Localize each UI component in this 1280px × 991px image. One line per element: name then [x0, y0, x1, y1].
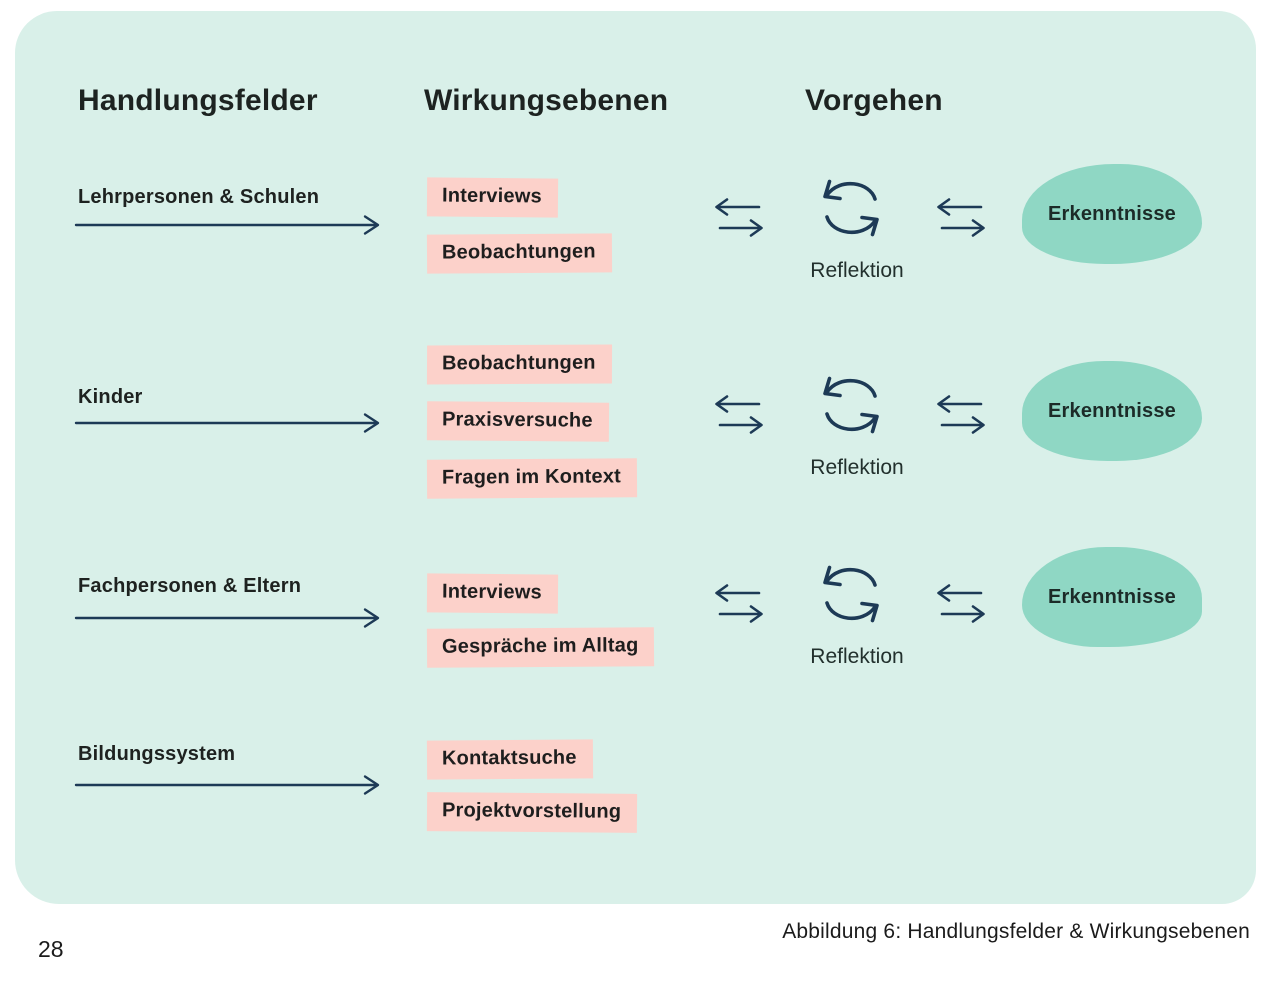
figure-caption: Abbildung 6: Handlungsfelder & Wirkungse… [782, 920, 1250, 943]
column-header-handlungsfelder: Handlungsfelder [78, 84, 318, 117]
column-header-vorgehen: Vorgehen [805, 84, 943, 117]
field-label: Kinder [78, 386, 143, 408]
field-label: Bildungssystem [78, 743, 236, 765]
column-header-wirkungsebenen: Wirkungsebenen [424, 84, 669, 117]
method-tag: Praxisversuche [426, 401, 609, 442]
outcome-blob: Erkenntnisse [1022, 361, 1202, 461]
method-tag: Fragen im Kontext [426, 458, 638, 499]
diagram-card [15, 11, 1256, 904]
reflection-label: Reflektion [810, 259, 904, 282]
right-arrow-icon [74, 215, 380, 235]
method-tag: Kontaktsuche [426, 739, 593, 780]
reflection-label: Reflektion [810, 456, 904, 479]
right-arrow-icon [74, 608, 380, 628]
reflection-label: Reflektion [810, 645, 904, 668]
exchange-arrows-icon [937, 395, 985, 434]
right-arrow-icon [74, 775, 380, 795]
method-tag: Beobachtungen [426, 344, 612, 385]
field-label: Lehrpersonen & Schulen [78, 186, 320, 208]
exchange-arrows-icon [715, 584, 763, 623]
exchange-arrows-icon [937, 198, 985, 237]
exchange-arrows-icon [715, 198, 763, 237]
cycle-arrows-icon [823, 179, 879, 237]
method-tag: Gespräche im Alltag [426, 627, 655, 668]
field-label: Fachpersonen & Eltern [78, 575, 302, 597]
method-tag: Projektvorstellung [426, 792, 638, 833]
outcome-blob: Erkenntnisse [1022, 164, 1202, 264]
outcome-blob: Erkenntnisse [1022, 547, 1202, 647]
method-tag: Interviews [426, 573, 558, 614]
cycle-arrows-icon [823, 376, 879, 434]
exchange-arrows-icon [937, 584, 985, 623]
right-arrow-icon [74, 413, 380, 433]
cycle-arrows-icon [823, 565, 879, 623]
method-tag: Interviews [426, 177, 558, 218]
method-tag: Beobachtungen [426, 233, 612, 274]
exchange-arrows-icon [715, 395, 763, 434]
page-number: 28 [38, 936, 64, 962]
